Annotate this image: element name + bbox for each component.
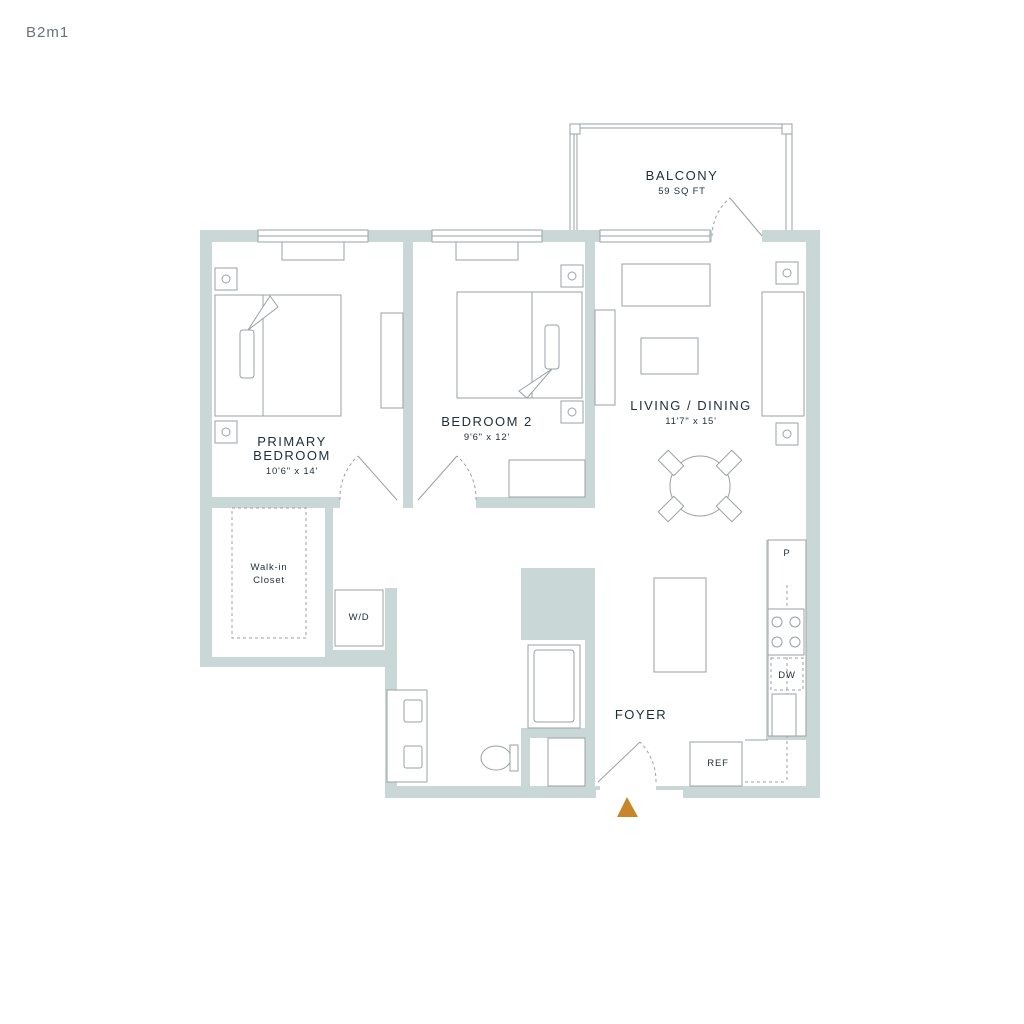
- walk-in-closet-label-1: Walk-in: [251, 562, 288, 573]
- bedroom2-label: BEDROOM 2: [441, 414, 533, 429]
- primary-bedroom-size: 10'6" x 14': [266, 466, 318, 477]
- primary-bedroom-label-1: PRIMARY: [257, 434, 327, 449]
- unit-name: B2m1: [26, 24, 70, 41]
- bedroom2-size: 9'6" x 12': [464, 432, 510, 443]
- refrigerator-label: REF: [707, 758, 728, 769]
- primary-bedroom-label-2: BEDROOM: [253, 448, 331, 463]
- washer-dryer-label: W/D: [349, 612, 370, 623]
- windows: [257, 229, 711, 243]
- entry-arrow-icon: [617, 797, 638, 817]
- living-dining-label: LIVING / DINING: [630, 398, 751, 413]
- balcony: [569, 123, 793, 233]
- pantry-label: P: [783, 548, 790, 559]
- living-dining-size: 11'7" x 15': [665, 416, 717, 427]
- balcony-label: BALCONY: [646, 168, 719, 183]
- furniture: [214, 241, 805, 787]
- dishwasher-label: DW: [778, 670, 795, 681]
- walk-in-closet-label-2: Closet: [253, 575, 285, 586]
- foyer-label: FOYER: [615, 707, 667, 722]
- balcony-size: 59 SQ FT: [658, 186, 706, 197]
